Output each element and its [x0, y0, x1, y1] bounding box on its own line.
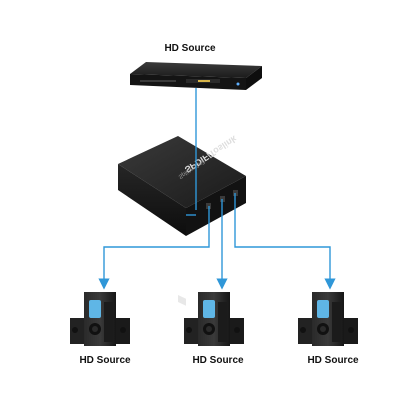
arrow-down-icon [98, 206, 210, 290]
output-connector-lines [98, 193, 336, 290]
speaker-system-icon [184, 292, 244, 346]
output-label-2: HD Source [192, 355, 244, 366]
speaker-system-icon [70, 292, 130, 346]
arrow-down-icon [234, 193, 336, 290]
speaker-system-icon [298, 292, 358, 346]
output-label-3: HD Source [307, 355, 359, 366]
output-label-1: HD Source [79, 355, 131, 366]
source-label: HD Source [164, 43, 216, 54]
dvd-player-icon [130, 62, 262, 90]
splitter-box-icon: SPDIF/Toslink Splitter 1x3 [118, 133, 246, 306]
